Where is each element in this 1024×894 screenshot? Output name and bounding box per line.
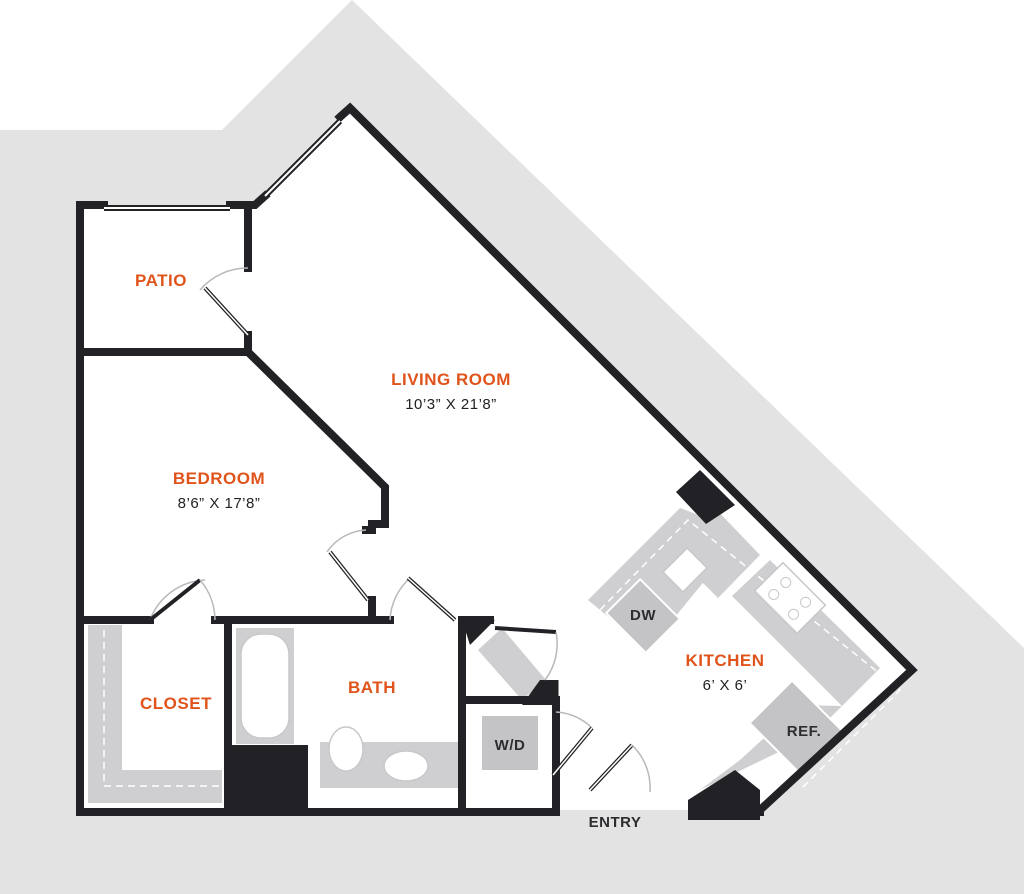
walls	[76, 102, 918, 816]
bedroom-label: BEDROOM	[173, 469, 265, 488]
refrigerator-label: REF.	[787, 723, 822, 740]
closet-shelving	[88, 625, 222, 803]
cooktop	[753, 561, 827, 635]
kitchen-sink	[662, 547, 708, 593]
living-room-dimensions: 10’3” X 21’8”	[405, 396, 497, 413]
bath-sink	[383, 750, 429, 782]
wall-block-bath	[228, 745, 308, 815]
bathtub	[240, 633, 290, 739]
living-room-label: LIVING ROOM	[391, 370, 511, 389]
bath-label: BATH	[348, 678, 396, 697]
patio-label: PATIO	[135, 271, 187, 290]
wall-block-kitchen-top	[676, 470, 735, 524]
wall-block-kitchen-bottom	[688, 770, 760, 820]
bath-fixtures	[236, 628, 466, 788]
washer-dryer-label: W/D	[495, 737, 526, 754]
dishwasher-label: DW	[630, 607, 656, 624]
kitchen-dimensions: 6’ X 6’	[703, 677, 748, 694]
doors	[148, 267, 651, 793]
toilet	[328, 726, 364, 772]
entry-label: ENTRY	[589, 814, 642, 831]
wall-block-linen	[462, 620, 495, 645]
kitchen-counters	[588, 505, 902, 791]
bedroom-dimensions: 8’6” X 17’8”	[178, 495, 261, 512]
windows	[104, 118, 343, 211]
closet-label: CLOSET	[140, 694, 212, 713]
dishwasher-box	[604, 577, 682, 655]
kitchen-label: KITCHEN	[685, 651, 764, 670]
linen-shelf	[478, 628, 546, 700]
washer-dryer-box	[482, 716, 538, 770]
